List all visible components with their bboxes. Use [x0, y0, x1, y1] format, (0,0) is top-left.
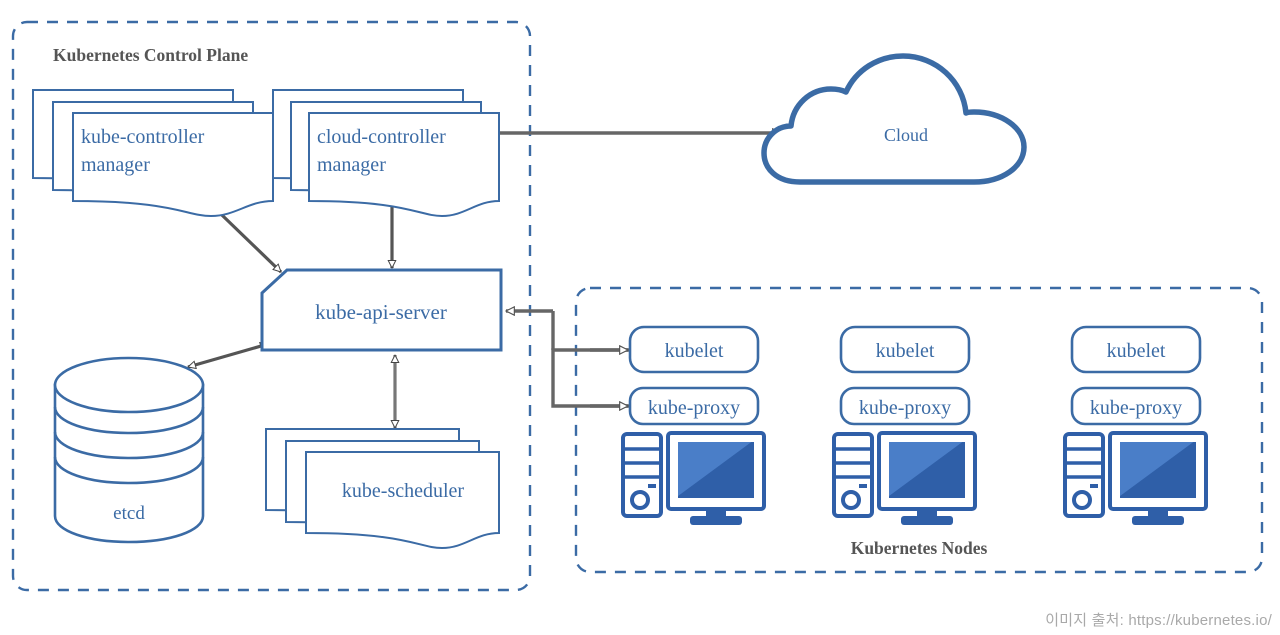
- node-1-monitor-neck: [706, 509, 726, 518]
- kube-scheduler-shape[interactable]: kube-scheduler: [265, 428, 500, 550]
- node-3-monitor-screen: [1120, 442, 1196, 498]
- node-1-kubeproxy-label: kube-proxy: [648, 397, 740, 419]
- node-3-power-button-icon: [1072, 490, 1092, 510]
- apiserver-outline: [260, 268, 503, 352]
- group-control-plane: Kubernetes Control Plane: [11, 20, 532, 592]
- etcd-body: [53, 383, 205, 544]
- kcm-label-line2: manager: [81, 154, 150, 176]
- etcd-top-disc: [53, 356, 205, 414]
- kcm-label-line1: kube-controller: [81, 126, 205, 148]
- etcd-disc-line-3: [53, 456, 205, 485]
- apiserver-label: kube-api-server: [315, 300, 447, 324]
- node-2-kubeproxy-box[interactable]: [839, 386, 971, 426]
- scheduler-label: kube-scheduler: [342, 480, 465, 502]
- etcd-shape[interactable]: etcd: [53, 356, 205, 544]
- node-2-kubeproxy-label: kube-proxy: [859, 397, 951, 419]
- ccm-label-line2: manager: [317, 154, 386, 176]
- node-1: kubelet kube-proxy: [621, 325, 766, 525]
- node-2-tower-led: [859, 484, 867, 488]
- node-1-kubeproxy-box[interactable]: [628, 386, 760, 426]
- node-2: kubelet kube-proxy: [832, 325, 977, 525]
- connector-node-trunk: [551, 348, 630, 408]
- kube-controller-manager-shape[interactable]: kube-controller manager: [32, 89, 274, 218]
- node-2-monitor-neck: [917, 509, 937, 518]
- cloud-outline: [761, 53, 1027, 185]
- control-plane-title: Kubernetes Control Plane: [53, 45, 248, 65]
- etcd-disc-line-1: [53, 406, 205, 435]
- group-kubernetes-nodes: Kubernetes Nodes: [574, 286, 1264, 574]
- node-3-monitor-neck: [1148, 509, 1168, 518]
- image-source-caption: 이미지 출처: https://kubernetes.io/: [1045, 612, 1272, 629]
- node-3: kubelet kube-proxy: [1063, 325, 1208, 525]
- node-3-kubelet-box[interactable]: [1070, 325, 1202, 374]
- connector-apiserver-to-etcd: [188, 344, 268, 367]
- kube-api-server-shape[interactable]: kube-api-server: [260, 268, 503, 352]
- ccm-label-line1: cloud-controller: [317, 126, 446, 148]
- node-3-kubelet-label: kubelet: [1107, 340, 1166, 362]
- etcd-label: etcd: [113, 503, 145, 524]
- node-2-monitor-base: [901, 516, 953, 525]
- etcd-disc-line-2: [53, 431, 205, 460]
- kcm-card-front: [72, 112, 274, 218]
- node-3-kubeproxy-box[interactable]: [1070, 386, 1202, 426]
- node-2-power-button-icon: [841, 490, 861, 510]
- node-3-tower-led: [1090, 484, 1098, 488]
- node-2-computer-icon: [832, 431, 977, 525]
- nodes-border: [574, 286, 1264, 574]
- node-3-computer-icon: [1063, 431, 1208, 525]
- node-2-kubelet-box[interactable]: [839, 325, 971, 374]
- node-1-kubelet-box[interactable]: [628, 325, 760, 374]
- node-1-computer-icon: [621, 431, 766, 525]
- nodes-title: Kubernetes Nodes: [851, 538, 988, 558]
- cloud-label: Cloud: [884, 125, 928, 145]
- cloud-shape: Cloud: [761, 53, 1027, 185]
- node-1-monitor-base: [690, 516, 742, 525]
- scheduler-card-front: [305, 451, 500, 550]
- node-1-tower-led: [648, 484, 656, 488]
- node-3-monitor-base: [1132, 516, 1184, 525]
- node-1-monitor-screen: [678, 442, 754, 498]
- ccm-card-front: [308, 112, 500, 218]
- node-1-kubelet-label: kubelet: [665, 340, 724, 362]
- control-plane-border: [11, 20, 532, 592]
- node-1-power-button-icon: [630, 490, 650, 510]
- cloud-controller-manager-shape[interactable]: cloud-controller manager: [272, 89, 500, 218]
- node-2-monitor-screen: [889, 442, 965, 498]
- node-2-kubelet-label: kubelet: [876, 340, 935, 362]
- node-3-kubeproxy-label: kube-proxy: [1090, 397, 1182, 419]
